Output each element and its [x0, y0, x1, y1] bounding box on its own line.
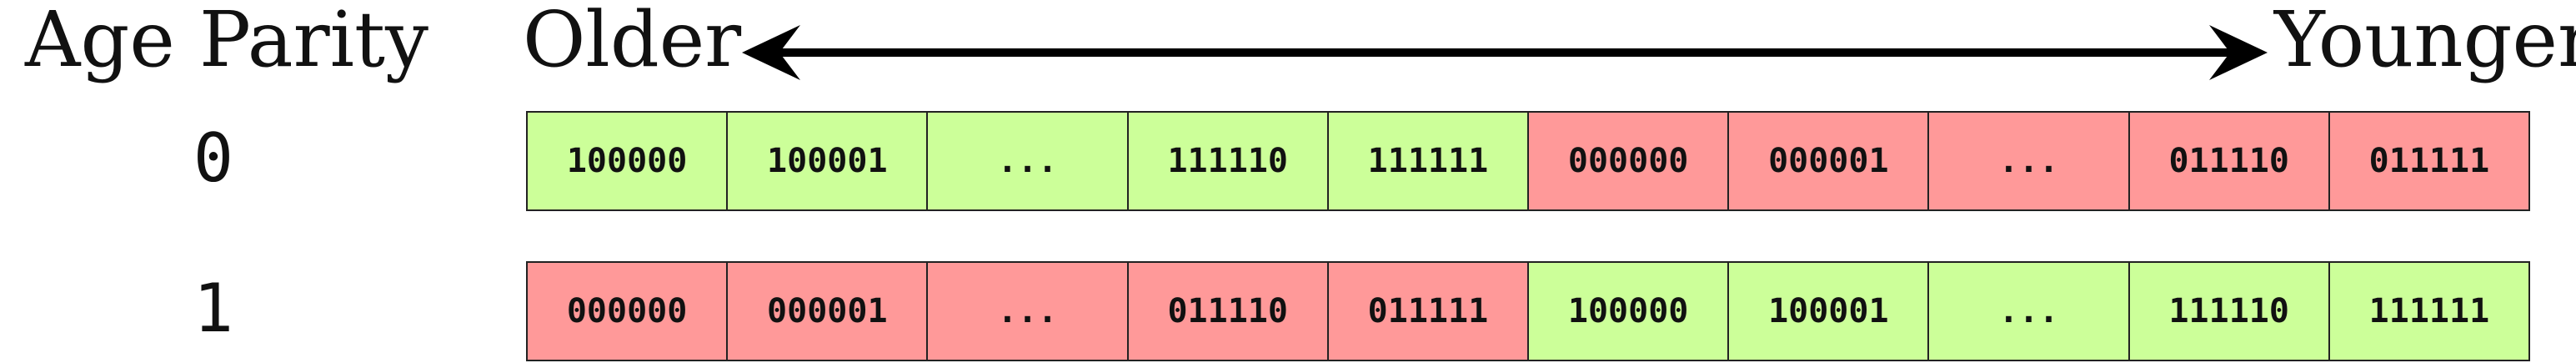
older-label: Older — [523, 0, 742, 84]
age-cell: ... — [928, 261, 1129, 361]
age-cell: 000000 — [1529, 111, 1730, 211]
age-cell: 011110 — [2129, 111, 2330, 211]
age-parity-heading: Age Parity — [25, 0, 428, 84]
age-cell: 111110 — [1128, 111, 1329, 211]
parity-value-row-0: 0 — [193, 119, 234, 197]
age-cell: 000001 — [1729, 111, 1930, 211]
age-cell: 111111 — [2329, 261, 2531, 361]
age-cell: 100000 — [1529, 261, 1730, 361]
age-cell: 100001 — [1729, 261, 1930, 361]
younger-label: Younger — [2274, 0, 2576, 84]
age-row-parity-0: 100000 100001 ... 111110 111111 000000 0… — [526, 111, 2531, 211]
age-cell: ... — [1929, 111, 2130, 211]
age-row-parity-1: 000000 000001 ... 011110 011111 100000 1… — [526, 261, 2531, 361]
age-cell: 000001 — [728, 261, 929, 361]
parity-value-row-1: 1 — [193, 270, 234, 347]
double-headed-arrow-icon — [742, 25, 2268, 80]
age-cell: ... — [1929, 261, 2130, 361]
age-cell: 011111 — [1328, 261, 1530, 361]
age-cell: 100001 — [728, 111, 929, 211]
age-cell: 011110 — [1128, 261, 1329, 361]
age-cell: 111111 — [1328, 111, 1530, 211]
age-cell: 100000 — [528, 111, 729, 211]
age-cell: ... — [928, 111, 1129, 211]
age-cell: 011111 — [2329, 111, 2531, 211]
age-cell: 000000 — [528, 261, 729, 361]
age-cell: 111110 — [2129, 261, 2330, 361]
